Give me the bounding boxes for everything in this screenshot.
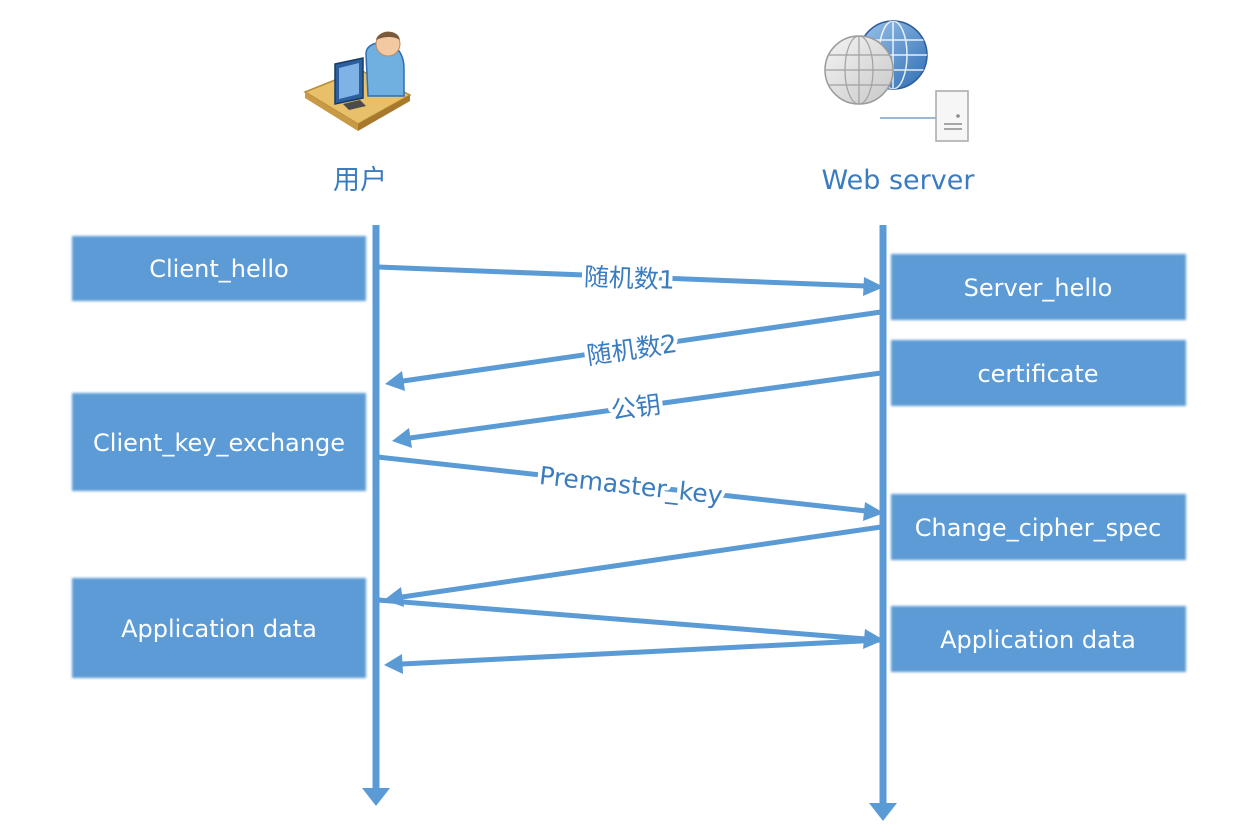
message-label-public-key: 公钥 <box>609 390 662 425</box>
server-step-label: Application data <box>940 626 1136 654</box>
client-step-label: Application data <box>121 615 317 643</box>
message-label-random-2: 随机数2 <box>585 329 679 370</box>
server-step-change-cipher-spec: Change_cipher_spec <box>891 494 1186 560</box>
message-random-2-arrow <box>385 309 882 391</box>
client-step-client-key-exchange: Client_key_exchange <box>72 393 366 491</box>
message-public-key-arrow <box>392 370 882 448</box>
message-label-random-1: 随机数1 <box>583 262 675 294</box>
client-step-application-data: Application data <box>72 578 366 678</box>
client-actor-label: 用户 <box>333 165 387 196</box>
server-actor-label: Web server <box>822 165 976 196</box>
client-lifeline <box>362 225 390 806</box>
server-step-label: certificate <box>977 360 1098 388</box>
server-step-label: Change_cipher_spec <box>915 514 1162 542</box>
server-step-application-data: Application data <box>891 606 1186 672</box>
message-change-cipher-arrow <box>384 524 882 607</box>
server-step-certificate: certificate <box>891 340 1186 406</box>
message-random-1-arrow <box>377 264 884 296</box>
client-step-label: Client_hello <box>149 255 288 283</box>
server-lifeline <box>869 225 897 821</box>
client-step-label: Client_key_exchange <box>93 429 345 457</box>
message-label-premaster-key: Premaster_key <box>538 461 724 510</box>
message-server-application-data-arrow <box>384 637 882 674</box>
globe-server-icon <box>824 20 969 142</box>
client-step-client-hello: Client_hello <box>72 236 366 301</box>
server-step-label: Server_hello <box>964 274 1113 302</box>
message-premaster-key-arrow <box>377 454 884 521</box>
user-computer-icon <box>303 31 412 131</box>
server-step-server-hello: Server_hello <box>891 254 1186 320</box>
